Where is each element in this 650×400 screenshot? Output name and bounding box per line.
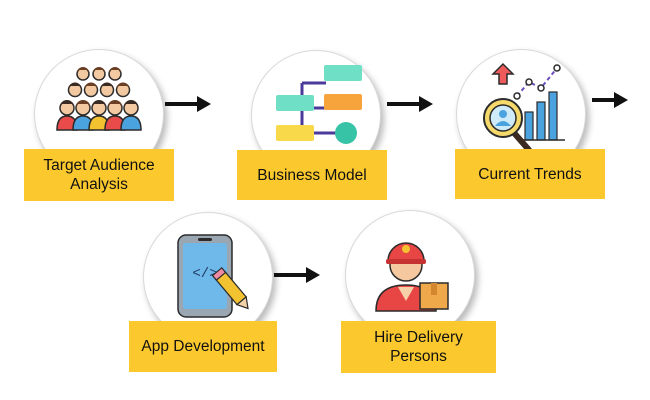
delivery-person-icon [375,242,449,312]
step-label-text: Current Trends [478,165,582,183]
trend-analysis-icon [483,62,565,153]
step-label-text: Business Model [257,166,367,184]
step-label-text: Target Audience Analysis [43,157,155,193]
step-label: App Development [129,321,277,372]
step-label: Hire Delivery Persons [341,321,496,373]
audience-icon [56,67,142,131]
step-label: Target Audience Analysis [24,149,174,201]
step-circle [345,210,475,340]
arrow-icon [274,267,320,283]
step-label-text: Hire Delivery Persons [374,329,463,365]
app-development-icon: </> [177,234,249,318]
arrow-icon [387,96,433,112]
step-label: Current Trends [455,149,605,199]
step-label-text: App Development [141,338,265,355]
arrow-icon [592,92,628,108]
arrow-icon [165,96,211,112]
flowchart-icon [276,65,362,144]
svg-text:</>: </> [192,266,217,282]
step-label: Business Model [237,150,387,200]
